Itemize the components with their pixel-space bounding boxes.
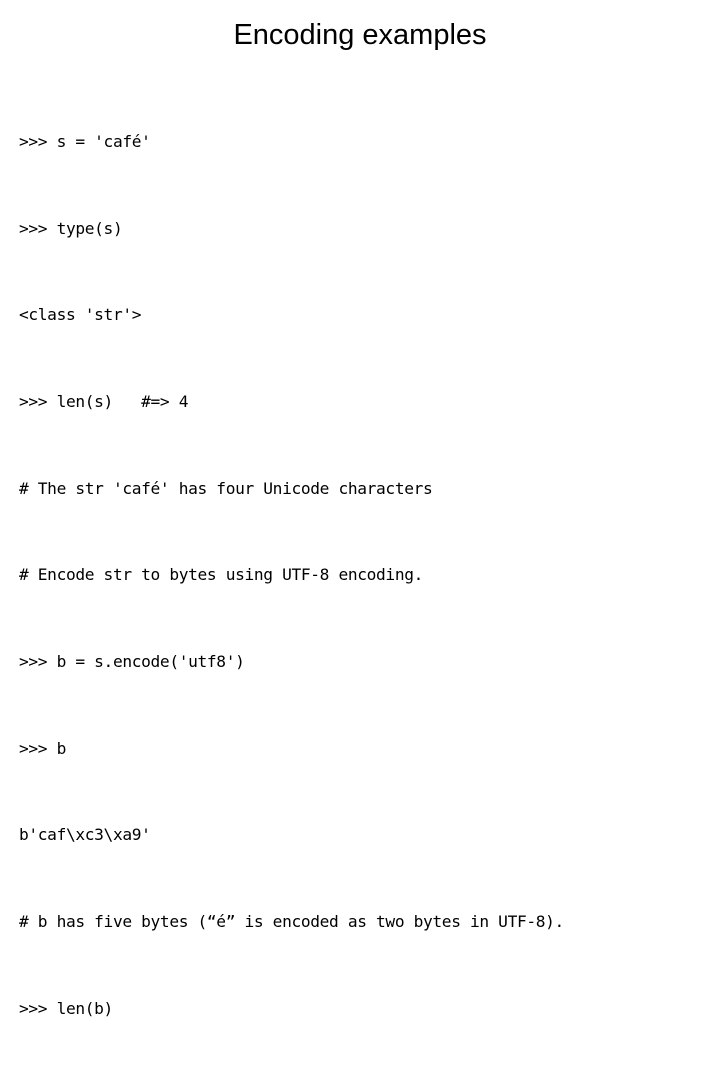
code-line: <class 'str'> (19, 305, 142, 325)
code-block: >>> s = 'café' >>> type(s) <class 'str'>… (19, 70, 709, 1080)
page-title: Encoding examples (233, 19, 487, 51)
code-line: # b has five bytes (“é” is encoded as tw… (19, 912, 564, 932)
code-line: >>> len(s) #=> 4 (19, 391, 189, 411)
slide: Encoding examples >>> s = 'café' >>> typ… (19, 19, 565, 1018)
code-line: # Encode str to bytes using UTF-8 encodi… (19, 565, 424, 585)
code-line: >>> b (19, 738, 66, 758)
code-line: >>> len(b) (19, 998, 113, 1018)
code-line: # The str 'café' has four Unicode charac… (19, 478, 433, 498)
code-line: >>> s = 'café' (19, 131, 151, 151)
code-line: >>> type(s) (19, 218, 123, 238)
code-line: b'caf\xc3\xa9' (19, 825, 151, 845)
code-line: >>> b = s.encode('utf8') (19, 652, 245, 672)
